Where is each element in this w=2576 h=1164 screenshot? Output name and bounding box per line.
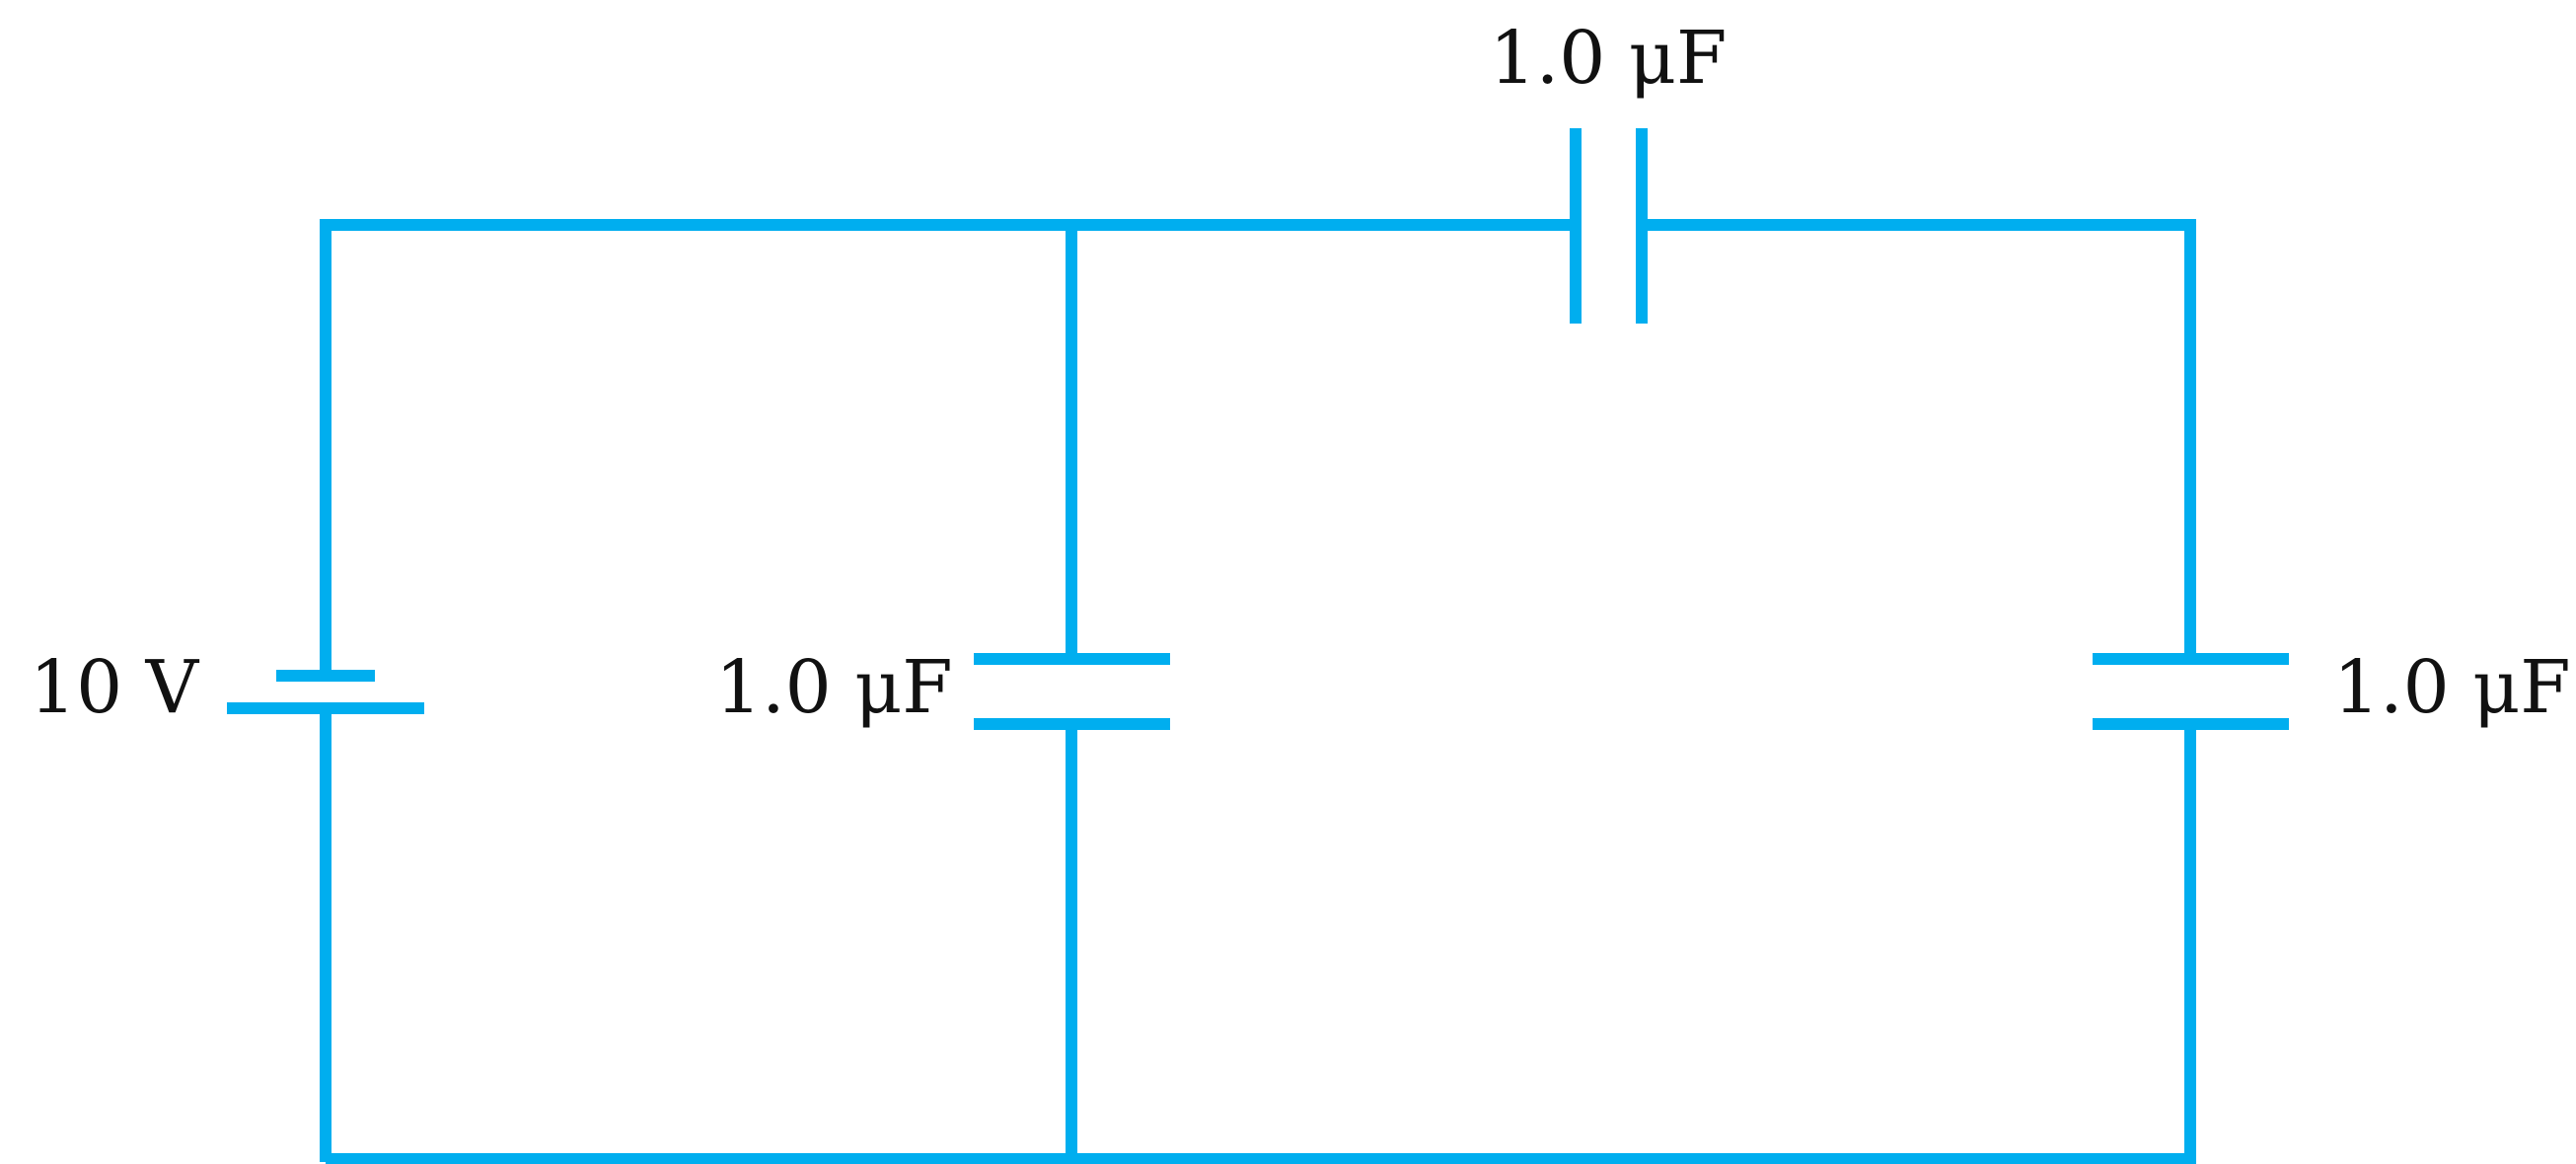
- capacitor-middle: [974, 653, 1170, 730]
- wires: [320, 219, 2196, 1164]
- capacitor-right-label: 1.0 μF: [2333, 645, 2571, 730]
- capacitor-middle-label: 1.0 μF: [715, 645, 953, 730]
- battery-label: 10 V: [30, 645, 200, 730]
- capacitor-top: [1570, 128, 1648, 324]
- battery-symbol: [227, 670, 424, 714]
- capacitor-right: [2093, 653, 2289, 730]
- capacitor-top-label: 1.0 μF: [1490, 16, 1728, 101]
